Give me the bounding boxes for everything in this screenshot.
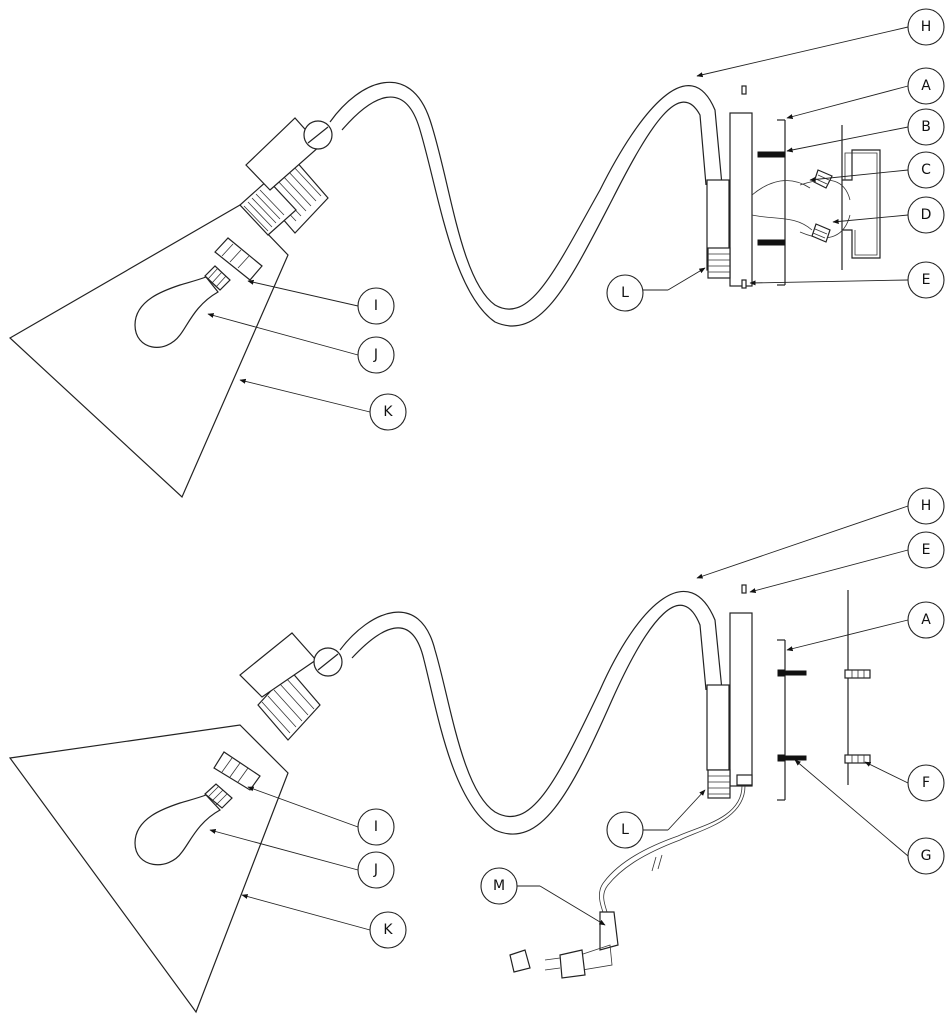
callout-D: D bbox=[907, 196, 945, 234]
junction-box bbox=[842, 149, 881, 259]
canopy bbox=[729, 612, 753, 787]
wall-anchor bbox=[844, 669, 871, 679]
knurled-knob bbox=[707, 769, 731, 799]
callout-label: D bbox=[921, 207, 932, 223]
screw bbox=[757, 239, 786, 246]
power-plug bbox=[509, 911, 619, 979]
callout-C: C bbox=[907, 151, 945, 189]
callout-G: G bbox=[907, 837, 945, 875]
callout-leaders bbox=[207, 26, 909, 413]
callout-B: B bbox=[907, 108, 945, 146]
callout-label: F bbox=[922, 775, 930, 791]
callout-I: I bbox=[357, 287, 395, 325]
canopy bbox=[729, 112, 753, 287]
cap-nut bbox=[741, 584, 747, 594]
wire-connector bbox=[811, 223, 831, 243]
callout-label: M bbox=[493, 878, 505, 894]
callout-label: I bbox=[374, 819, 378, 835]
wall-anchor bbox=[844, 754, 871, 764]
mounting-plate bbox=[777, 639, 786, 801]
wires bbox=[751, 179, 851, 239]
screw bbox=[777, 669, 807, 677]
upper-view: H A B C D E I J bbox=[8, 8, 945, 499]
socket-ring bbox=[213, 751, 261, 791]
cord-grommet bbox=[736, 774, 753, 786]
arm-tube bbox=[329, 81, 723, 310]
socket-ring bbox=[214, 237, 263, 281]
socket-body bbox=[245, 117, 321, 191]
callout-I: I bbox=[357, 808, 395, 846]
callout-leaders bbox=[209, 505, 909, 931]
knurled-knob bbox=[707, 247, 731, 279]
callout-label: A bbox=[921, 78, 931, 94]
callout-label: E bbox=[922, 272, 931, 288]
callout-label: C bbox=[921, 162, 931, 178]
callout-label: K bbox=[383, 922, 393, 938]
callout-label: H bbox=[921, 498, 932, 514]
callout-K: K bbox=[369, 911, 407, 949]
callout-label: B bbox=[921, 119, 931, 135]
callout-H: H bbox=[907, 487, 945, 525]
callout-F: F bbox=[907, 764, 945, 802]
callout-label: A bbox=[921, 612, 931, 628]
callout-label: E bbox=[922, 542, 931, 558]
callout-L: L bbox=[606, 811, 644, 849]
screw bbox=[757, 151, 786, 158]
callout-E: E bbox=[907, 531, 945, 569]
arm-base-tube bbox=[706, 684, 730, 771]
callout-J: J bbox=[357, 336, 395, 374]
cap-nut bbox=[741, 279, 747, 289]
light-bulb bbox=[134, 783, 233, 866]
power-cord bbox=[603, 785, 746, 916]
lower-view: H E A F G I J K bbox=[8, 487, 945, 1014]
callout-label: G bbox=[921, 848, 932, 864]
callout-M: M bbox=[480, 867, 518, 905]
callout-label: J bbox=[373, 862, 378, 878]
arm-tube bbox=[339, 590, 723, 818]
callout-label: H bbox=[921, 19, 932, 35]
light-bulb bbox=[134, 265, 231, 348]
callout-A: A bbox=[907, 601, 945, 639]
socket-body bbox=[239, 632, 317, 698]
callout-label: J bbox=[373, 347, 378, 363]
callout-label: L bbox=[621, 822, 629, 838]
cap-nut bbox=[741, 85, 747, 95]
callout-label: K bbox=[383, 404, 393, 420]
callout-label: L bbox=[621, 285, 629, 301]
callout-K: K bbox=[369, 393, 407, 431]
callout-A: A bbox=[907, 67, 945, 105]
callout-E: E bbox=[907, 261, 945, 299]
lamp-shade bbox=[8, 724, 289, 1014]
callout-L: L bbox=[606, 274, 644, 312]
screw bbox=[777, 754, 807, 762]
lamp-shade bbox=[8, 204, 289, 499]
callout-H: H bbox=[907, 8, 945, 46]
callout-J: J bbox=[357, 851, 395, 889]
mounting-plate bbox=[777, 119, 786, 286]
callout-label: I bbox=[374, 298, 378, 314]
